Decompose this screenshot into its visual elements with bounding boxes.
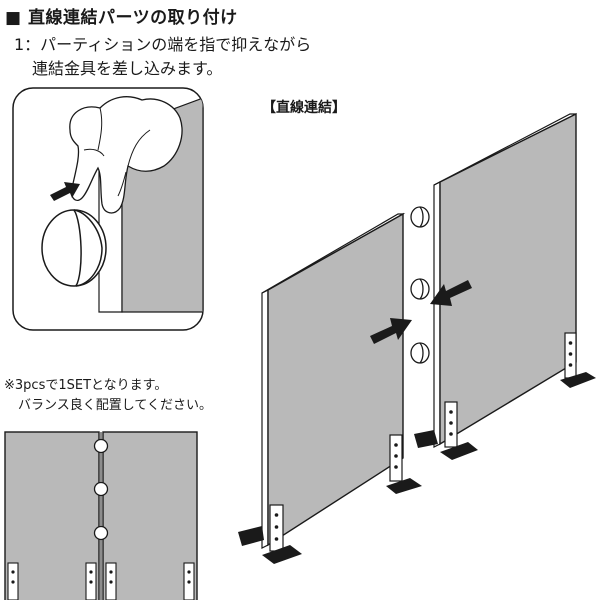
note-line-2: バランス良く配置してください。 [18, 398, 212, 413]
instruction-line-2: 連結金具を差し込みます。 [32, 59, 223, 78]
connector-icon [41, 209, 107, 287]
left-partition [238, 212, 422, 564]
note-text: ※3pcsで1SETとなります。 バランス良く配置してください。 [4, 376, 212, 416]
connector-icon [410, 342, 430, 364]
joined-panel-left [4, 431, 100, 600]
note-line-1: ※3pcsで1SETとなります。 [4, 378, 168, 393]
section-label-straight-connection: 【直線連結】 [262, 100, 346, 116]
arrow-right-icon [370, 318, 412, 344]
connector-icon [93, 481, 109, 497]
push-arrow-icon [50, 182, 80, 201]
instruction-step-1: 1：パーティションの端を指で抑えながら 連結金具を差し込みます。 [14, 33, 311, 81]
connector-icon [410, 278, 430, 300]
page-heading: ■ 直線連結パーツの取り付け [5, 8, 238, 28]
instruction-line-1: 1：パーティションの端を指で抑えながら [14, 35, 312, 54]
right-partition [414, 112, 596, 460]
bottom-illustration [4, 431, 198, 600]
joined-panel-right [102, 431, 198, 600]
arrow-left-icon [430, 280, 472, 306]
hand-icon [69, 96, 183, 214]
connector-icon [93, 438, 109, 454]
inset-illustration [12, 87, 204, 331]
connector-icon [410, 206, 430, 228]
connector-icon [93, 525, 109, 541]
main-illustration [238, 112, 596, 564]
